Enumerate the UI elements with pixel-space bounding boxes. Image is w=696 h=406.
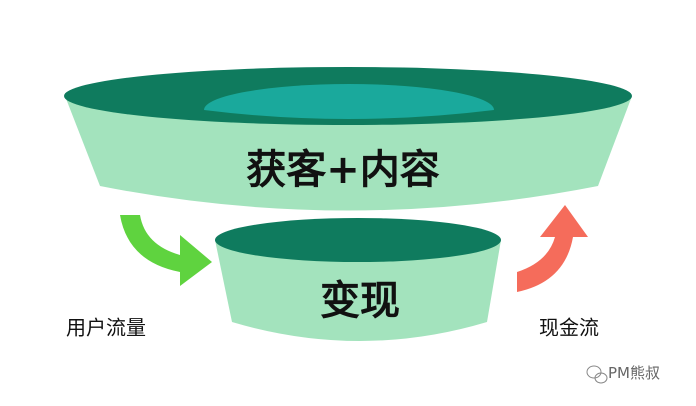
user-flow-arrow — [120, 215, 212, 286]
wechat-icon — [586, 365, 608, 384]
top-funnel-inner — [204, 84, 494, 119]
top-funnel-label: 获客+内容 — [246, 147, 440, 193]
cash-flow-label: 现金流 — [539, 315, 599, 340]
bottom-funnel-rim — [215, 218, 501, 262]
bottom-funnel-label: 变现 — [320, 278, 400, 324]
watermark: PM熊叔 — [586, 362, 660, 383]
cash-flow-arrow — [517, 205, 588, 292]
bottom-funnel-body — [215, 240, 501, 341]
top-funnel-body — [65, 96, 632, 211]
watermark-text: PM熊叔 — [608, 364, 660, 382]
user-flow-label: 用户流量 — [66, 315, 146, 340]
